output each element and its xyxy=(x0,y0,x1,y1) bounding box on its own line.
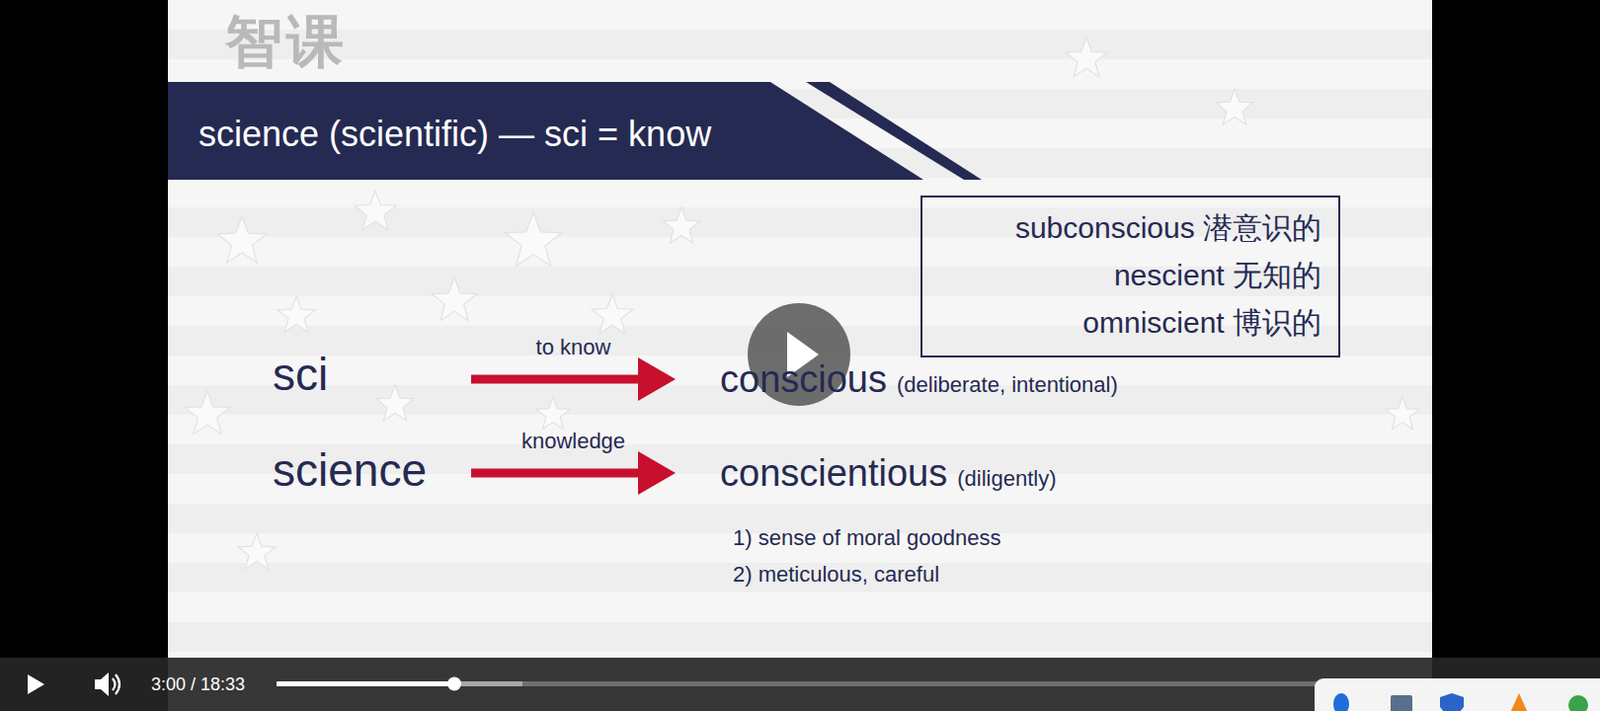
tray-icon xyxy=(1509,693,1529,711)
title-band xyxy=(167,81,924,180)
arrow-head xyxy=(638,451,676,495)
definition-text: nescient 无知的 xyxy=(1114,251,1322,300)
edge-label: to know xyxy=(536,333,612,362)
text-row: subconscious 潜意识的 xyxy=(939,204,1322,252)
flag-star xyxy=(1385,397,1420,430)
flag-stripe xyxy=(167,0,1433,30)
arrow-head xyxy=(638,357,676,401)
flag-star xyxy=(536,397,570,430)
flag-star xyxy=(1215,88,1254,125)
tray-popup xyxy=(1314,678,1600,711)
arrow-shaft xyxy=(471,469,639,479)
text-row: conscientious(diligently) xyxy=(720,450,1057,502)
text-row: 2) meticulous, careful xyxy=(720,556,1057,593)
term-node: conscious(deliberate, intentional) xyxy=(675,356,1122,408)
text-row: sci xyxy=(272,347,472,401)
vocabulary-box: subconscious 潜意识的nescient 无知的omniscient … xyxy=(920,195,1341,358)
term-node: science xyxy=(262,443,472,497)
text-row: nescient 无知的 xyxy=(939,251,1322,300)
term-text: sci xyxy=(272,347,328,401)
flag-star xyxy=(217,216,266,263)
progress-knob xyxy=(447,677,462,692)
flag-star xyxy=(238,533,276,569)
tray-icon xyxy=(1390,695,1413,711)
edge-label: knowledge xyxy=(521,427,626,456)
term-text: conscientious xyxy=(720,450,948,496)
flag-star xyxy=(184,391,231,434)
title-stripe xyxy=(805,81,982,180)
arrow-connector xyxy=(471,357,676,401)
play-icon xyxy=(27,674,45,695)
watermark: 智课 xyxy=(225,5,348,78)
arrow-shaft xyxy=(471,375,639,385)
flag-stripe xyxy=(167,414,1433,445)
flag-star xyxy=(431,277,478,320)
text-row: omniscient 博识的 xyxy=(939,299,1322,347)
term-text: science xyxy=(272,443,427,497)
term-node: conscientious(diligently) 1) sense of mor… xyxy=(675,450,1061,593)
flag-star xyxy=(591,294,634,334)
volume-icon xyxy=(94,672,109,697)
flag-star xyxy=(505,212,562,266)
flag-star xyxy=(376,385,414,421)
text-row: 1) sense of moral goodness xyxy=(720,501,1057,557)
definition-text: (deliberate, intentional) xyxy=(896,362,1119,408)
progress-buffered xyxy=(276,681,523,687)
text-row: science xyxy=(272,443,472,497)
term-text: subconscious 潜意识的 xyxy=(1015,204,1322,252)
flag-stripe xyxy=(167,177,1433,208)
shield-icon xyxy=(1440,693,1464,711)
flag-star xyxy=(354,190,397,231)
definition-text: omniscient 博识的 xyxy=(1082,299,1322,347)
volume-waves xyxy=(112,674,120,695)
text-row: conscious(deliberate, intentional) xyxy=(720,356,1119,408)
definition-text: 1) sense of moral goodness xyxy=(732,519,1002,557)
definition-text: (diligently) xyxy=(957,456,1056,502)
arrow-connector xyxy=(471,451,676,495)
term-text: conscious xyxy=(720,356,887,402)
slide xyxy=(167,0,1433,711)
time-display: 3:00 / 18:33 xyxy=(151,671,245,698)
definition-text: 2) meticulous, careful xyxy=(732,556,940,593)
flag-star xyxy=(277,296,316,332)
flag-star xyxy=(662,207,701,243)
bluetooth-icon xyxy=(1333,693,1350,711)
tray-icon xyxy=(1568,695,1589,711)
progress-played xyxy=(276,681,455,687)
term-node: sci xyxy=(262,347,472,401)
progress-track xyxy=(276,681,1324,687)
slide-title: science (scientific) — sci = know xyxy=(198,112,712,157)
flag-stripes xyxy=(167,0,1433,682)
flag-stripe xyxy=(167,592,1433,623)
flag-star xyxy=(1065,37,1108,78)
